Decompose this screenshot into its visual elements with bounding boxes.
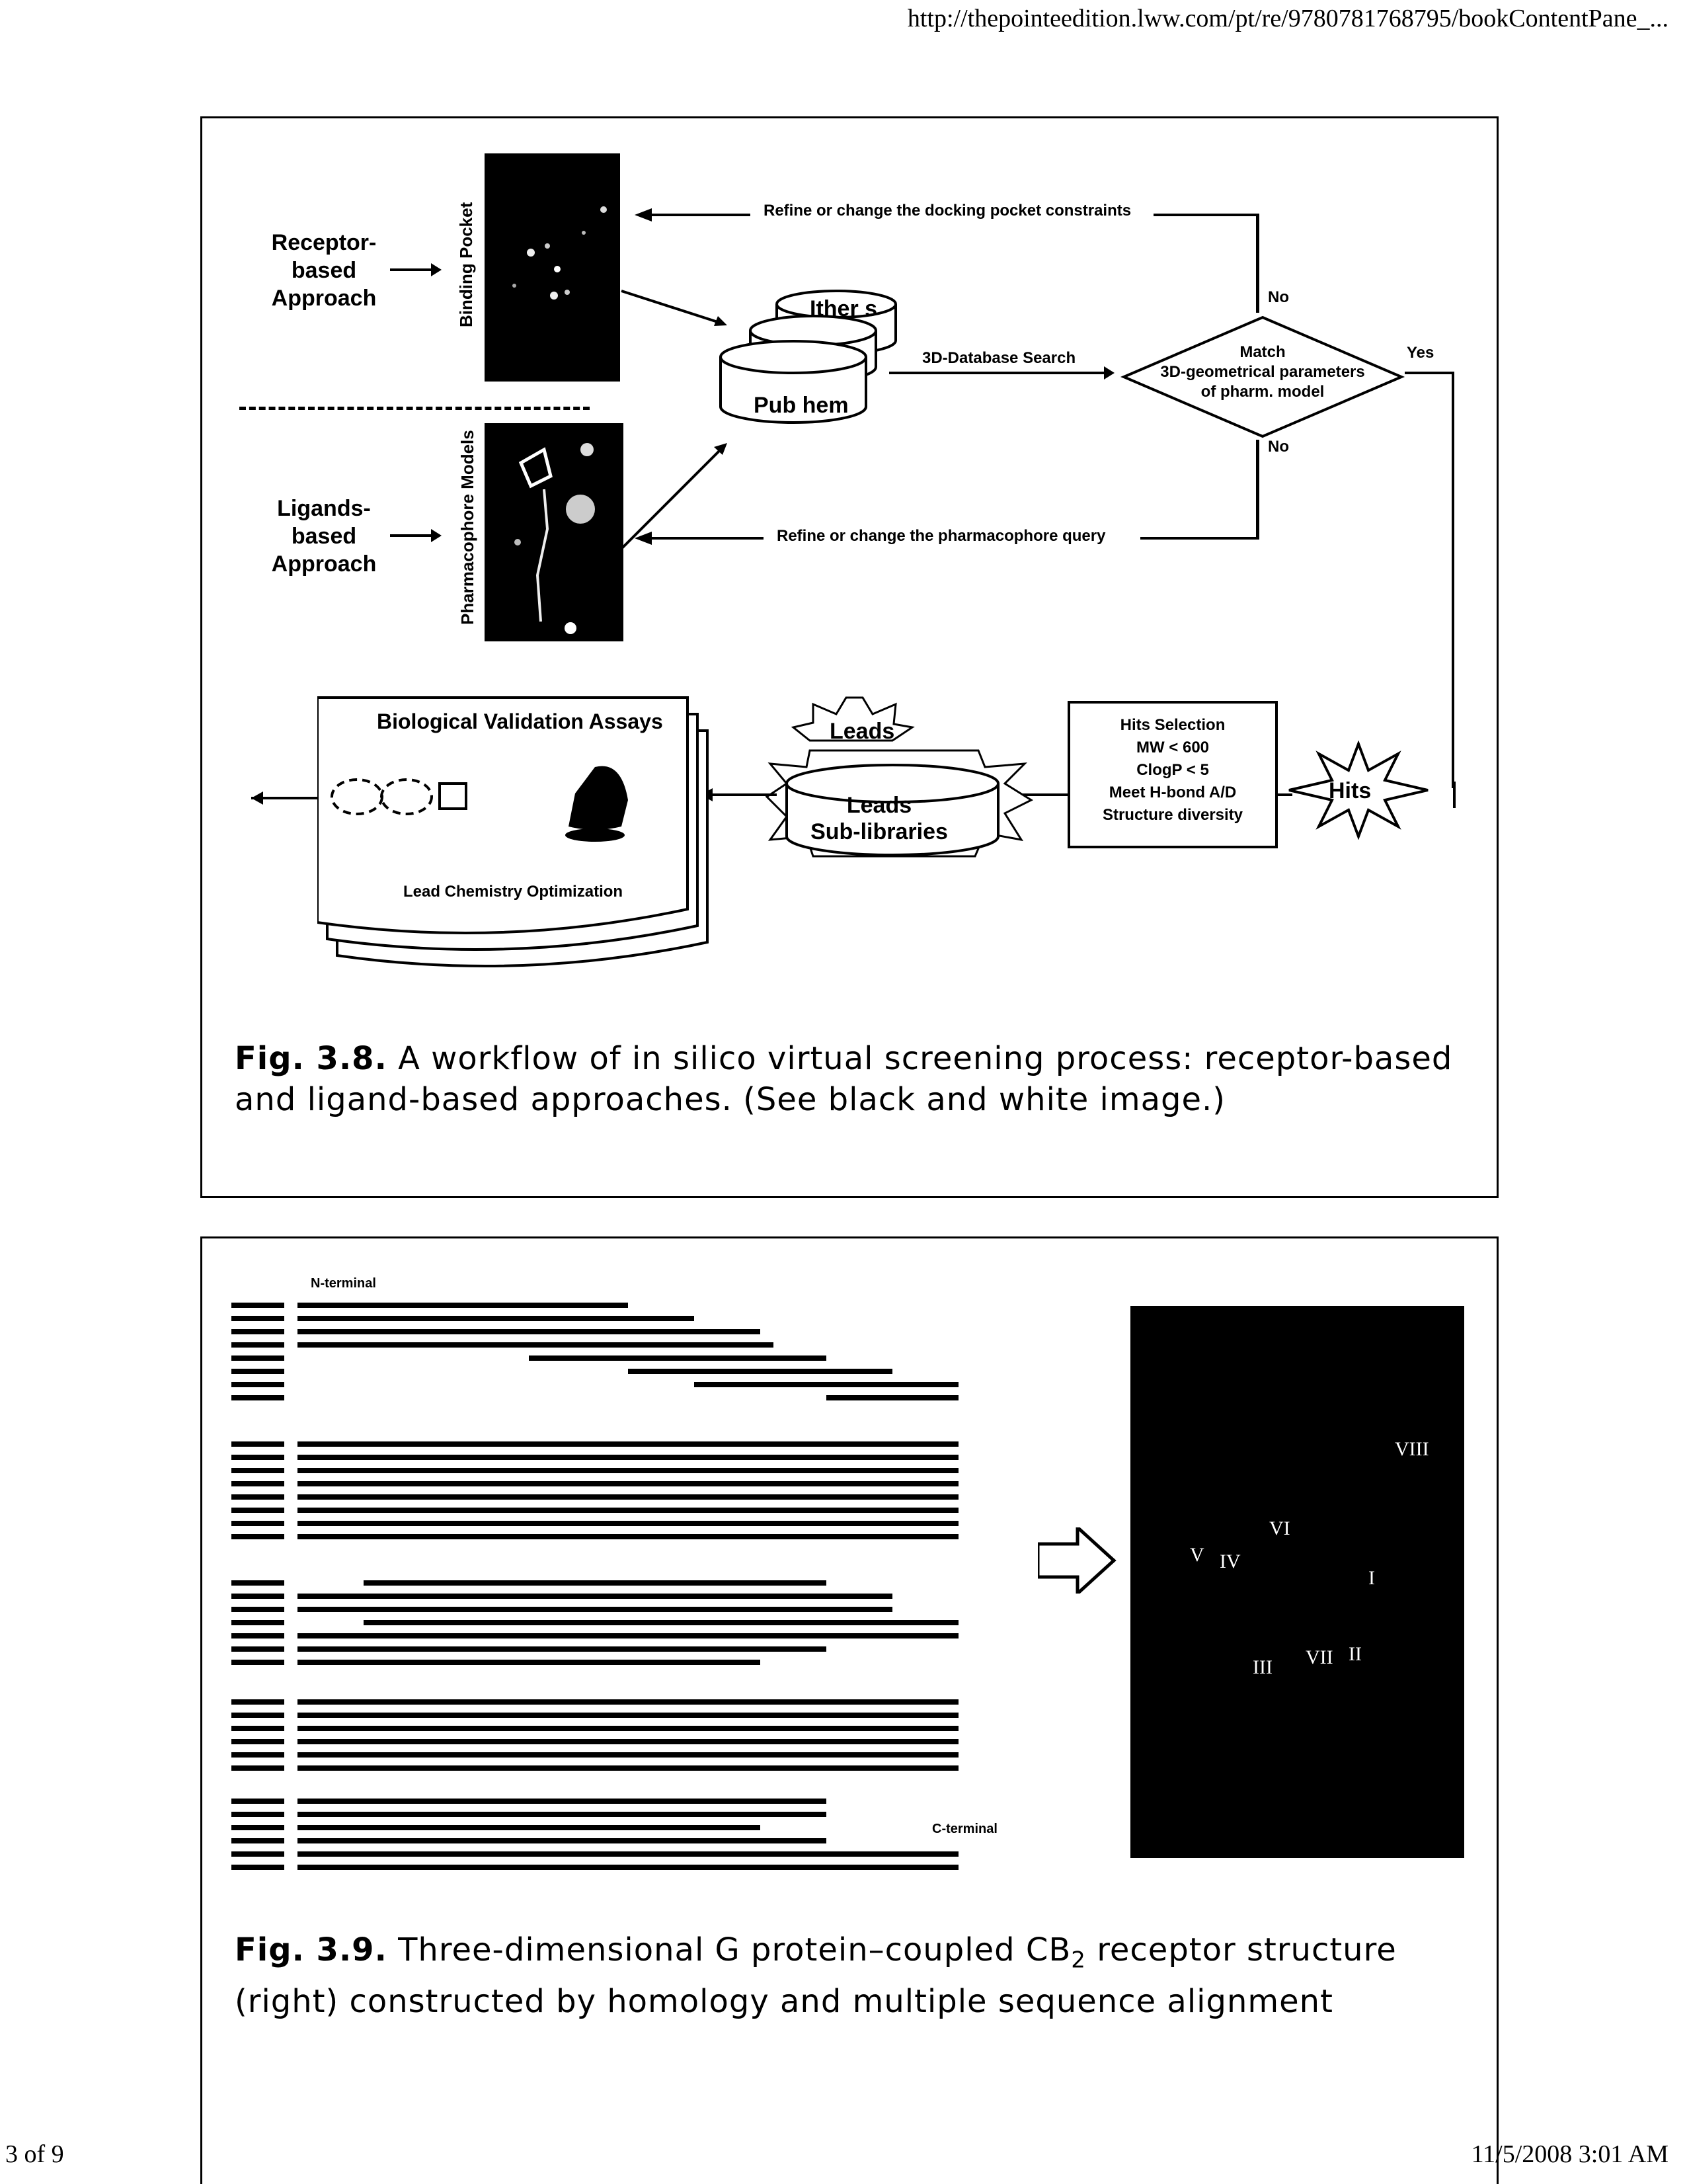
refine-query-label: Refine or change the pharmacophore query (777, 527, 1106, 545)
figure-3-8-caption: Fig. 3.8. A workflow of in silico virtua… (235, 1040, 1453, 1118)
pharmacophore-image (485, 423, 623, 641)
print-datetime: 11/5/2008 3:01 AM (1471, 2140, 1668, 2168)
refine-pocket-label: Refine or change the docking pocket cons… (764, 202, 1132, 220)
helix-label: VIII (1395, 1438, 1429, 1460)
helix-label: II (1349, 1643, 1362, 1665)
loop-bottom-horizontal-right (1140, 537, 1259, 540)
loop-top-horizontal-left (651, 214, 750, 216)
figure-3-9-caption: Fig. 3.9. Three-dimensional G protein–co… (235, 1931, 1397, 2020)
ligand-approach-label: Ligands- based Approach (271, 496, 377, 577)
pharmacophore-models-label: Pharmacophore Models (457, 430, 477, 625)
arrowhead-icon (635, 208, 652, 222)
binding-pocket-label: Binding Pocket (456, 202, 476, 327)
db-search-label: 3D-Database Search (922, 349, 1076, 367)
n-terminal-label: N-terminal (311, 1276, 376, 1291)
ligand-arrow (390, 534, 438, 537)
arrows-to-db (620, 290, 727, 550)
arrowhead-icon (251, 791, 263, 805)
yes-arrow-end (1453, 782, 1456, 808)
no-top-label: No (1268, 288, 1289, 306)
helix-label: III (1253, 1656, 1273, 1678)
figure-3-9-panel (200, 1236, 1499, 2184)
cb2-structure-image: VIII V IV VI I III VII II (1130, 1306, 1464, 1858)
database-cylinders (719, 290, 897, 424)
loop-bottom-horizontal-left (651, 537, 764, 540)
db-search-arrow (889, 372, 1107, 374)
no-bottom-label: No (1268, 438, 1289, 456)
arrowhead-icon (431, 263, 442, 276)
bio-assays-label: Biological Validation Assays (377, 709, 663, 733)
hits-to-selection-arrow (1273, 793, 1292, 796)
figure-3-8-panel (200, 116, 1499, 1198)
arrowhead-icon (431, 529, 442, 542)
helix-label: IV (1220, 1551, 1241, 1572)
leads-graphic (765, 696, 1034, 858)
match-label: Match 3D-geometrical parameters of pharm… (1160, 343, 1365, 401)
hits-star-icon (1288, 741, 1429, 840)
receptor-arrow (390, 268, 438, 271)
helix-label: V (1190, 1544, 1204, 1566)
yes-arrow-horizontal (1405, 372, 1454, 374)
assays-document-stack (317, 696, 709, 967)
assays-exit-arrow (251, 797, 317, 799)
big-right-arrow-icon (1038, 1527, 1117, 1594)
hits-label: Hits (1329, 778, 1372, 803)
lead-optimization-label: Lead Chemistry Optimization (403, 883, 623, 901)
loop-bottom-vertical (1256, 440, 1259, 539)
helix-label: VII (1306, 1646, 1333, 1668)
pharmacophore-graphic (514, 443, 595, 634)
selection-to-leads-arrow (1021, 793, 1068, 796)
loop-top-horizontal-right (1154, 214, 1259, 216)
receptor-approach-label: Receptor- based Approach (271, 230, 377, 311)
c-terminal-label: C-terminal (932, 1822, 998, 1836)
yes-arrow-vertical (1452, 372, 1454, 788)
helix-label: VI (1269, 1517, 1290, 1539)
leads-to-assays-arrow (697, 793, 777, 796)
arrowhead-icon (635, 532, 652, 545)
match-diamond (1120, 315, 1405, 438)
leads-sublibraries-label: Leads Sub-libraries (810, 793, 948, 844)
page-url: http://thepointeedition.lww.com/pt/re/97… (907, 5, 1668, 32)
db-pubchem-label: Pub hem (754, 393, 849, 418)
yes-label: Yes (1407, 344, 1434, 362)
sequence-alignment (231, 1303, 959, 1870)
db-others-label: Ither s (810, 296, 878, 321)
leads-star-label: Leads (830, 719, 895, 744)
binding-pocket-image (485, 153, 620, 382)
loop-top-vertical (1256, 214, 1259, 313)
approach-separator (239, 407, 590, 410)
page-number: 3 of 9 (5, 2140, 64, 2168)
hits-selection-box: Hits Selection MW < 600 ClogP < 5 Meet H… (1068, 701, 1278, 848)
helix-label: I (1368, 1567, 1375, 1589)
binding-pocket-graphic (512, 206, 607, 300)
arrowhead-icon (1104, 366, 1115, 380)
